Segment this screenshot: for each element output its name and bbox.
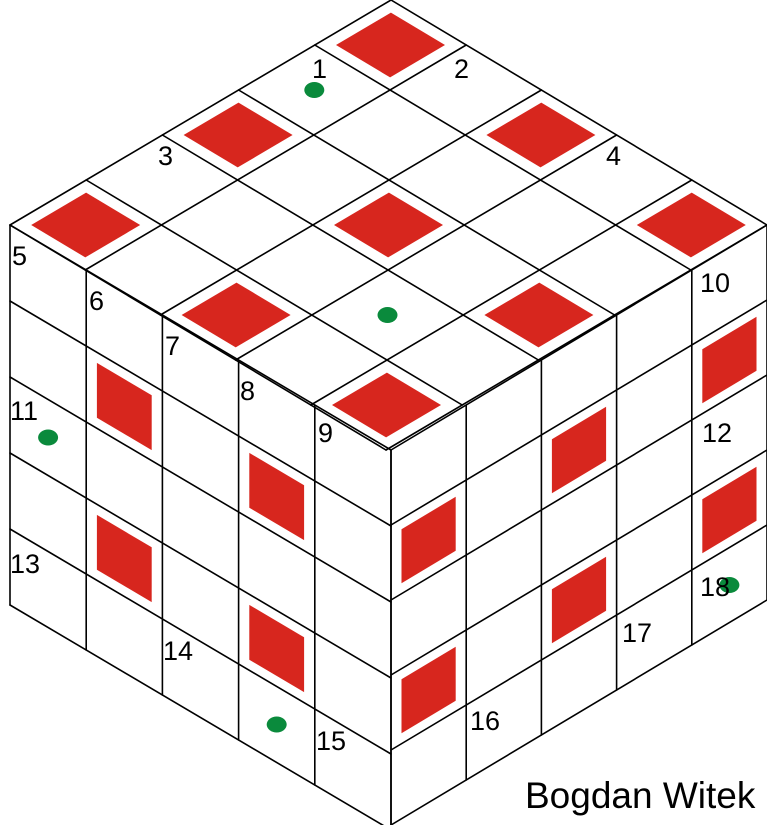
red-tile-top-2 bbox=[486, 102, 596, 168]
cube-tiles bbox=[31, 12, 757, 734]
label-8: 8 bbox=[240, 376, 255, 406]
grid-line-right-h4 bbox=[390, 524, 767, 751]
red-tile-right-3 bbox=[551, 556, 607, 644]
red-tile-top-6 bbox=[636, 192, 746, 258]
grid-line-top-v2 bbox=[237, 89, 616, 316]
grid-line-top-v0 bbox=[390, 0, 767, 226]
label-2: 2 bbox=[454, 54, 469, 84]
red-tile-left-3 bbox=[249, 604, 305, 693]
grid-line-left-h3 bbox=[9, 452, 392, 679]
grid-line-top-v3 bbox=[161, 134, 540, 361]
red-tile-right-4 bbox=[401, 646, 456, 734]
grid-line-top-h0 bbox=[9, 0, 392, 226]
label-6: 6 bbox=[89, 286, 104, 316]
label-5: 5 bbox=[12, 241, 27, 271]
red-tile-top-8 bbox=[31, 192, 141, 258]
green-dot-right-0 bbox=[719, 577, 740, 593]
red-tile-top-1 bbox=[183, 102, 293, 168]
green-dot-top-0 bbox=[304, 82, 325, 98]
label-18: 18 bbox=[700, 572, 730, 602]
label-12: 12 bbox=[702, 418, 732, 448]
cube-dots bbox=[38, 82, 740, 733]
red-tile-top-0 bbox=[336, 12, 445, 78]
label-15: 15 bbox=[316, 726, 346, 756]
grid-line-right-h2 bbox=[390, 374, 767, 601]
grid-line-left-h4 bbox=[9, 528, 392, 755]
label-3: 3 bbox=[158, 141, 173, 171]
grid-line-left-h0 bbox=[9, 224, 392, 451]
grid-line-top-h4 bbox=[309, 179, 693, 406]
label-17: 17 bbox=[622, 618, 652, 648]
author-signature: Bogdan Witek bbox=[525, 775, 756, 816]
red-tile-top-3 bbox=[334, 192, 443, 258]
label-14: 14 bbox=[163, 636, 193, 666]
red-tile-right-2 bbox=[702, 316, 757, 404]
red-tile-right-5 bbox=[702, 466, 757, 554]
red-tile-left-0 bbox=[96, 362, 152, 451]
label-10: 10 bbox=[700, 268, 730, 298]
red-tile-left-2 bbox=[96, 514, 152, 603]
label-11: 11 bbox=[10, 396, 38, 426]
red-tile-top-7 bbox=[332, 372, 441, 438]
cube-grid bbox=[9, 0, 767, 825]
label-1: 1 bbox=[312, 54, 327, 84]
label-9: 9 bbox=[318, 418, 333, 448]
label-7: 7 bbox=[165, 331, 180, 361]
face-right bbox=[391, 225, 767, 825]
red-tile-right-1 bbox=[551, 406, 607, 494]
grid-line-right-h1 bbox=[390, 299, 767, 526]
label-13: 13 bbox=[10, 549, 40, 579]
grid-line-left-h5 bbox=[9, 604, 385, 825]
label-4: 4 bbox=[606, 141, 621, 171]
label-16: 16 bbox=[470, 706, 500, 736]
green-dot-left-1 bbox=[266, 716, 287, 733]
grid-line-right-h3 bbox=[390, 449, 767, 676]
grid-line-top-v4 bbox=[85, 179, 464, 406]
green-dot-left-0 bbox=[38, 429, 59, 446]
red-tile-right-0 bbox=[401, 496, 456, 584]
grid-line-right-h5 bbox=[390, 599, 767, 825]
grid-line-top-h3 bbox=[234, 134, 618, 361]
green-dot-top-1 bbox=[377, 307, 398, 323]
red-tile-top-4 bbox=[181, 282, 291, 348]
grid-line-right-h0 bbox=[390, 224, 767, 451]
grid-line-top-v1 bbox=[313, 44, 692, 271]
red-tile-top-5 bbox=[484, 282, 594, 348]
grid-line-top-h2 bbox=[159, 89, 543, 316]
red-tile-left-1 bbox=[249, 452, 305, 541]
grid-line-left-h2 bbox=[9, 376, 392, 603]
cell-labels: 1 2 3 4 5 6 7 8 9 10 11 12 13 14 15 16 1… bbox=[10, 54, 732, 756]
grid-line-left-h1 bbox=[9, 300, 392, 527]
grid-line-top-h1 bbox=[84, 44, 468, 271]
